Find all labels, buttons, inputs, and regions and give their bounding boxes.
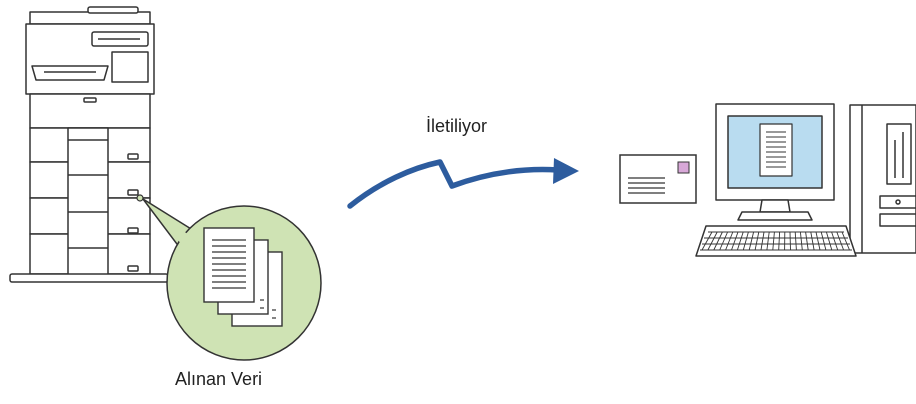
key-divider	[790, 232, 791, 250]
printer-icon	[10, 7, 168, 282]
computer-icon	[696, 104, 916, 256]
received-data-label: Alınan Veri	[175, 369, 262, 390]
transfer-label: İletiliyor	[426, 116, 487, 137]
arrow-icon	[350, 158, 579, 206]
envelope-icon	[620, 155, 696, 203]
